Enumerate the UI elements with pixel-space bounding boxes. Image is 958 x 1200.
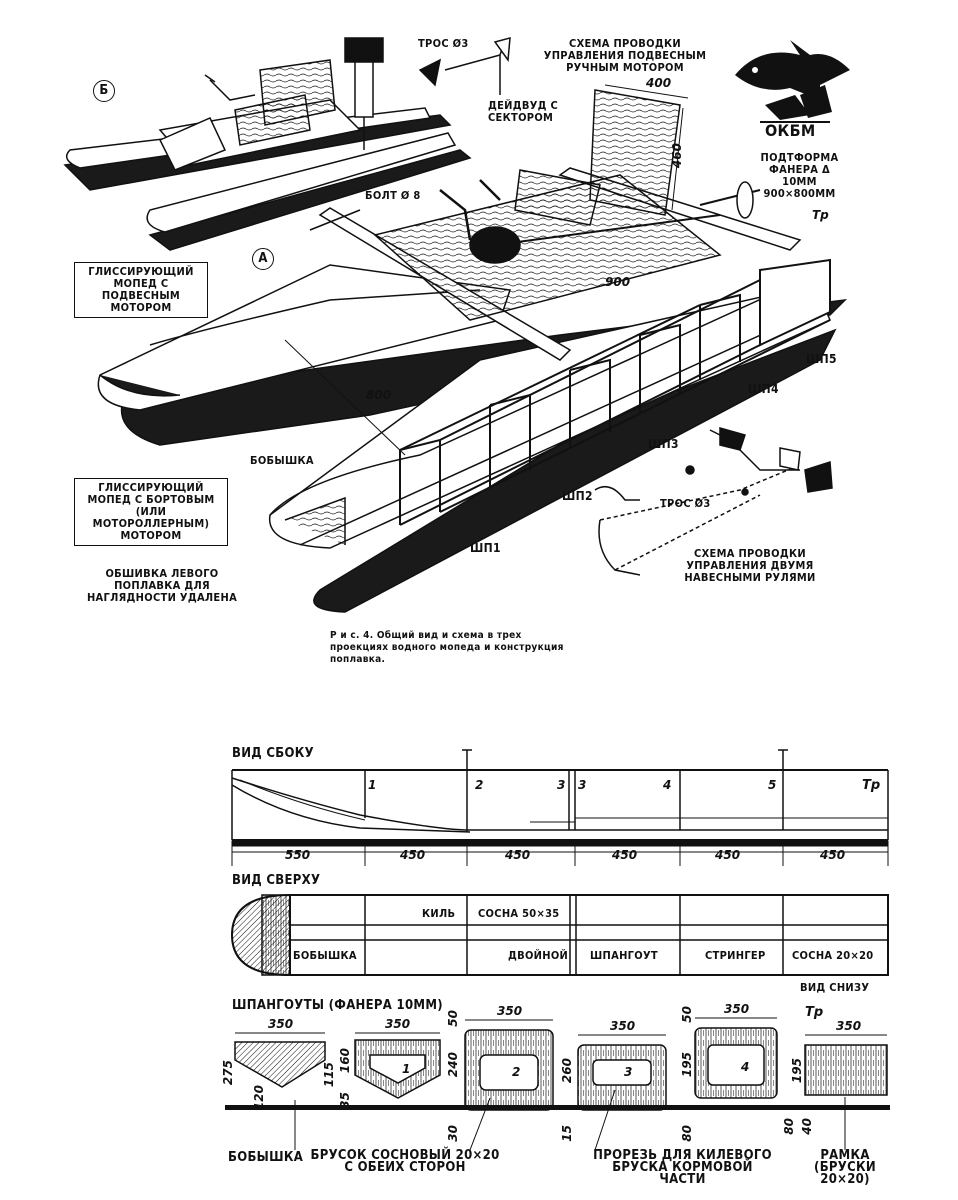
moped-outboard-label: ГЛИССИРУЮЩИЙ МОПЕД С ПОДВЕСНЫМ МОТОРОМ [74,262,208,318]
platform-label: ПОДТФОРМА ФАНЕРА δ 10мм 900×800мм [760,151,839,200]
boss-label-top: БОБЫШКА [250,454,314,467]
note-slot: ПРОРЕЗЬ ДЛЯ КИЛЕВОГО БРУСКА КОРМОВОЙ ЧАС… [593,1148,772,1187]
width-f3: 350 [610,1019,636,1033]
pine-20-label: СОСНА 20×20 [792,949,874,962]
outboard-control-scheme-label: СХЕМА ПРОВОДКИ УПРАВЛЕНИЯ ПОДВЕСНЫМ РУЧН… [543,37,707,74]
side-spacing-1: 550 [285,848,311,862]
top-view-title: ВИД СВЕРХУ [232,873,321,888]
deidvud-label: ДЕЙДВУД С СЕКТОРОМ [488,99,559,124]
h-f4-mid: 195 [680,1052,694,1078]
top-view-drawing [230,893,889,977]
side-spacing-6: 450 [820,848,846,862]
dim-460: 460 [670,143,684,169]
h-boss-low: 120 [252,1085,266,1111]
h-f4-top: 50 [680,1006,694,1023]
bottom-view-label: ВИД СНИЗУ [800,981,870,994]
rudder-control-scheme [594,427,833,576]
frame-label-1: шп1 [470,541,501,555]
bolt-label: БОЛТ Ø 8 [365,189,421,202]
double-label: ДВОЙНОЙ [508,949,569,962]
h-f3-mid: 260 [560,1058,574,1084]
dim-800: 800 [366,388,392,402]
frame-label-top-view: ШПАНГОУТ [590,949,658,962]
h-boss-total: 275 [221,1060,235,1086]
side-tr-label: Тр [862,778,881,793]
logo-text: ОКБМ [765,121,816,140]
frame-num-4: 4 [741,1060,750,1074]
rudder-control-scheme-label: СХЕМА ПРОВОДКИ УПРАВЛЕНИЯ ДВУМЯ НАВЕСНЫМ… [684,547,816,584]
width-f2: 350 [497,1004,523,1018]
note-bar: БРУСОК СОСНОВЫЙ 20×20 С ОБЕИХ СТОРОН [310,1148,500,1175]
h-tr-mid: 195 [790,1058,804,1084]
side-frame-num-5: 5 [768,778,777,792]
h-tr-low2: 40 [800,1118,814,1135]
boss-label-top-view: БОБЫШКА [293,949,357,962]
h-f1-mid: 115 [322,1062,336,1088]
moped-a-illustration [97,84,848,613]
frames-drawing [225,1017,890,1151]
h-f2-mid: 240 [446,1052,460,1078]
h-f4-low: 80 [680,1125,694,1142]
frame-num-1: 1 [402,1062,411,1076]
width-tr: 350 [836,1019,862,1033]
tros3-top-label: ТРОС Ø3 [418,37,469,50]
dim-400: 400 [646,76,672,90]
stringer-label: СТРИНГЕР [705,949,766,962]
side-frame-num-4: 4 [663,778,672,792]
frame-label-4: шп4 [748,382,779,396]
h-f1-top: 160 [338,1048,352,1074]
side-spacing-3: 450 [505,848,531,862]
side-spacing-5: 450 [715,848,741,862]
frame-label-3: шп3 [648,437,679,451]
side-frame-num-3a: 3 [557,778,566,792]
side-frame-num-1: 1 [368,778,377,792]
frames-title: ШПАНГОУТЫ (ФАНЕРА 10мм) [232,998,443,1013]
figure-caption: Р и с. 4. Общий вид и схема в трех проек… [330,630,564,665]
width-boss: 350 [268,1017,294,1031]
side-frame-num-2: 2 [475,778,484,792]
frame-num-3: 3 [624,1065,633,1079]
tros3-bottom-label: ТРОС Ø3 [660,497,711,510]
side-view-drawing [231,749,889,866]
sheathing-note: ОБШИВКА ЛЕВОГО ПОПЛАВКА ДЛЯ НАГЛЯДНОСТИ … [86,567,238,604]
note-frame: РАМКА (БРУСКИ 20×20) [814,1148,876,1187]
label-a: А [252,248,274,270]
label-b: Б [93,80,115,102]
okbm-logo [735,40,850,123]
moped-b-illustration [63,37,472,251]
side-spacing-4: 450 [612,848,638,862]
width-f4: 350 [724,1002,750,1016]
frame-label-2: шп2 [562,489,593,503]
side-spacing-2: 450 [400,848,426,862]
moped-side-label: ГЛИССИРУЮЩИЙ МОПЕД С БОРТОВЫМ (ИЛИ МОТОР… [74,478,228,546]
frames-tr-label: Тр [805,1005,824,1020]
side-view-title: ВИД СБОКУ [232,746,314,761]
frame-num-2: 2 [512,1065,521,1079]
keel-label: КИЛЬ [422,907,456,920]
outboard-control-scheme [418,36,511,95]
frame-label-5: шп5 [806,352,837,366]
h-f3-low: 15 [560,1125,574,1142]
h-f1-low: 35 [338,1092,352,1109]
h-f2-low: 30 [446,1125,460,1142]
note-boss: БОБЫШКА [228,1150,304,1165]
h-f2-top: 50 [446,1010,460,1027]
dim-900: 900 [605,275,631,289]
pine-50-label: СОСНА 50×35 [478,907,560,920]
h-tr-low1: 80 [782,1118,796,1135]
tr-label-top: Тр [812,208,829,222]
side-frame-num-3b: 3 [578,778,587,792]
width-f1: 350 [385,1017,411,1031]
